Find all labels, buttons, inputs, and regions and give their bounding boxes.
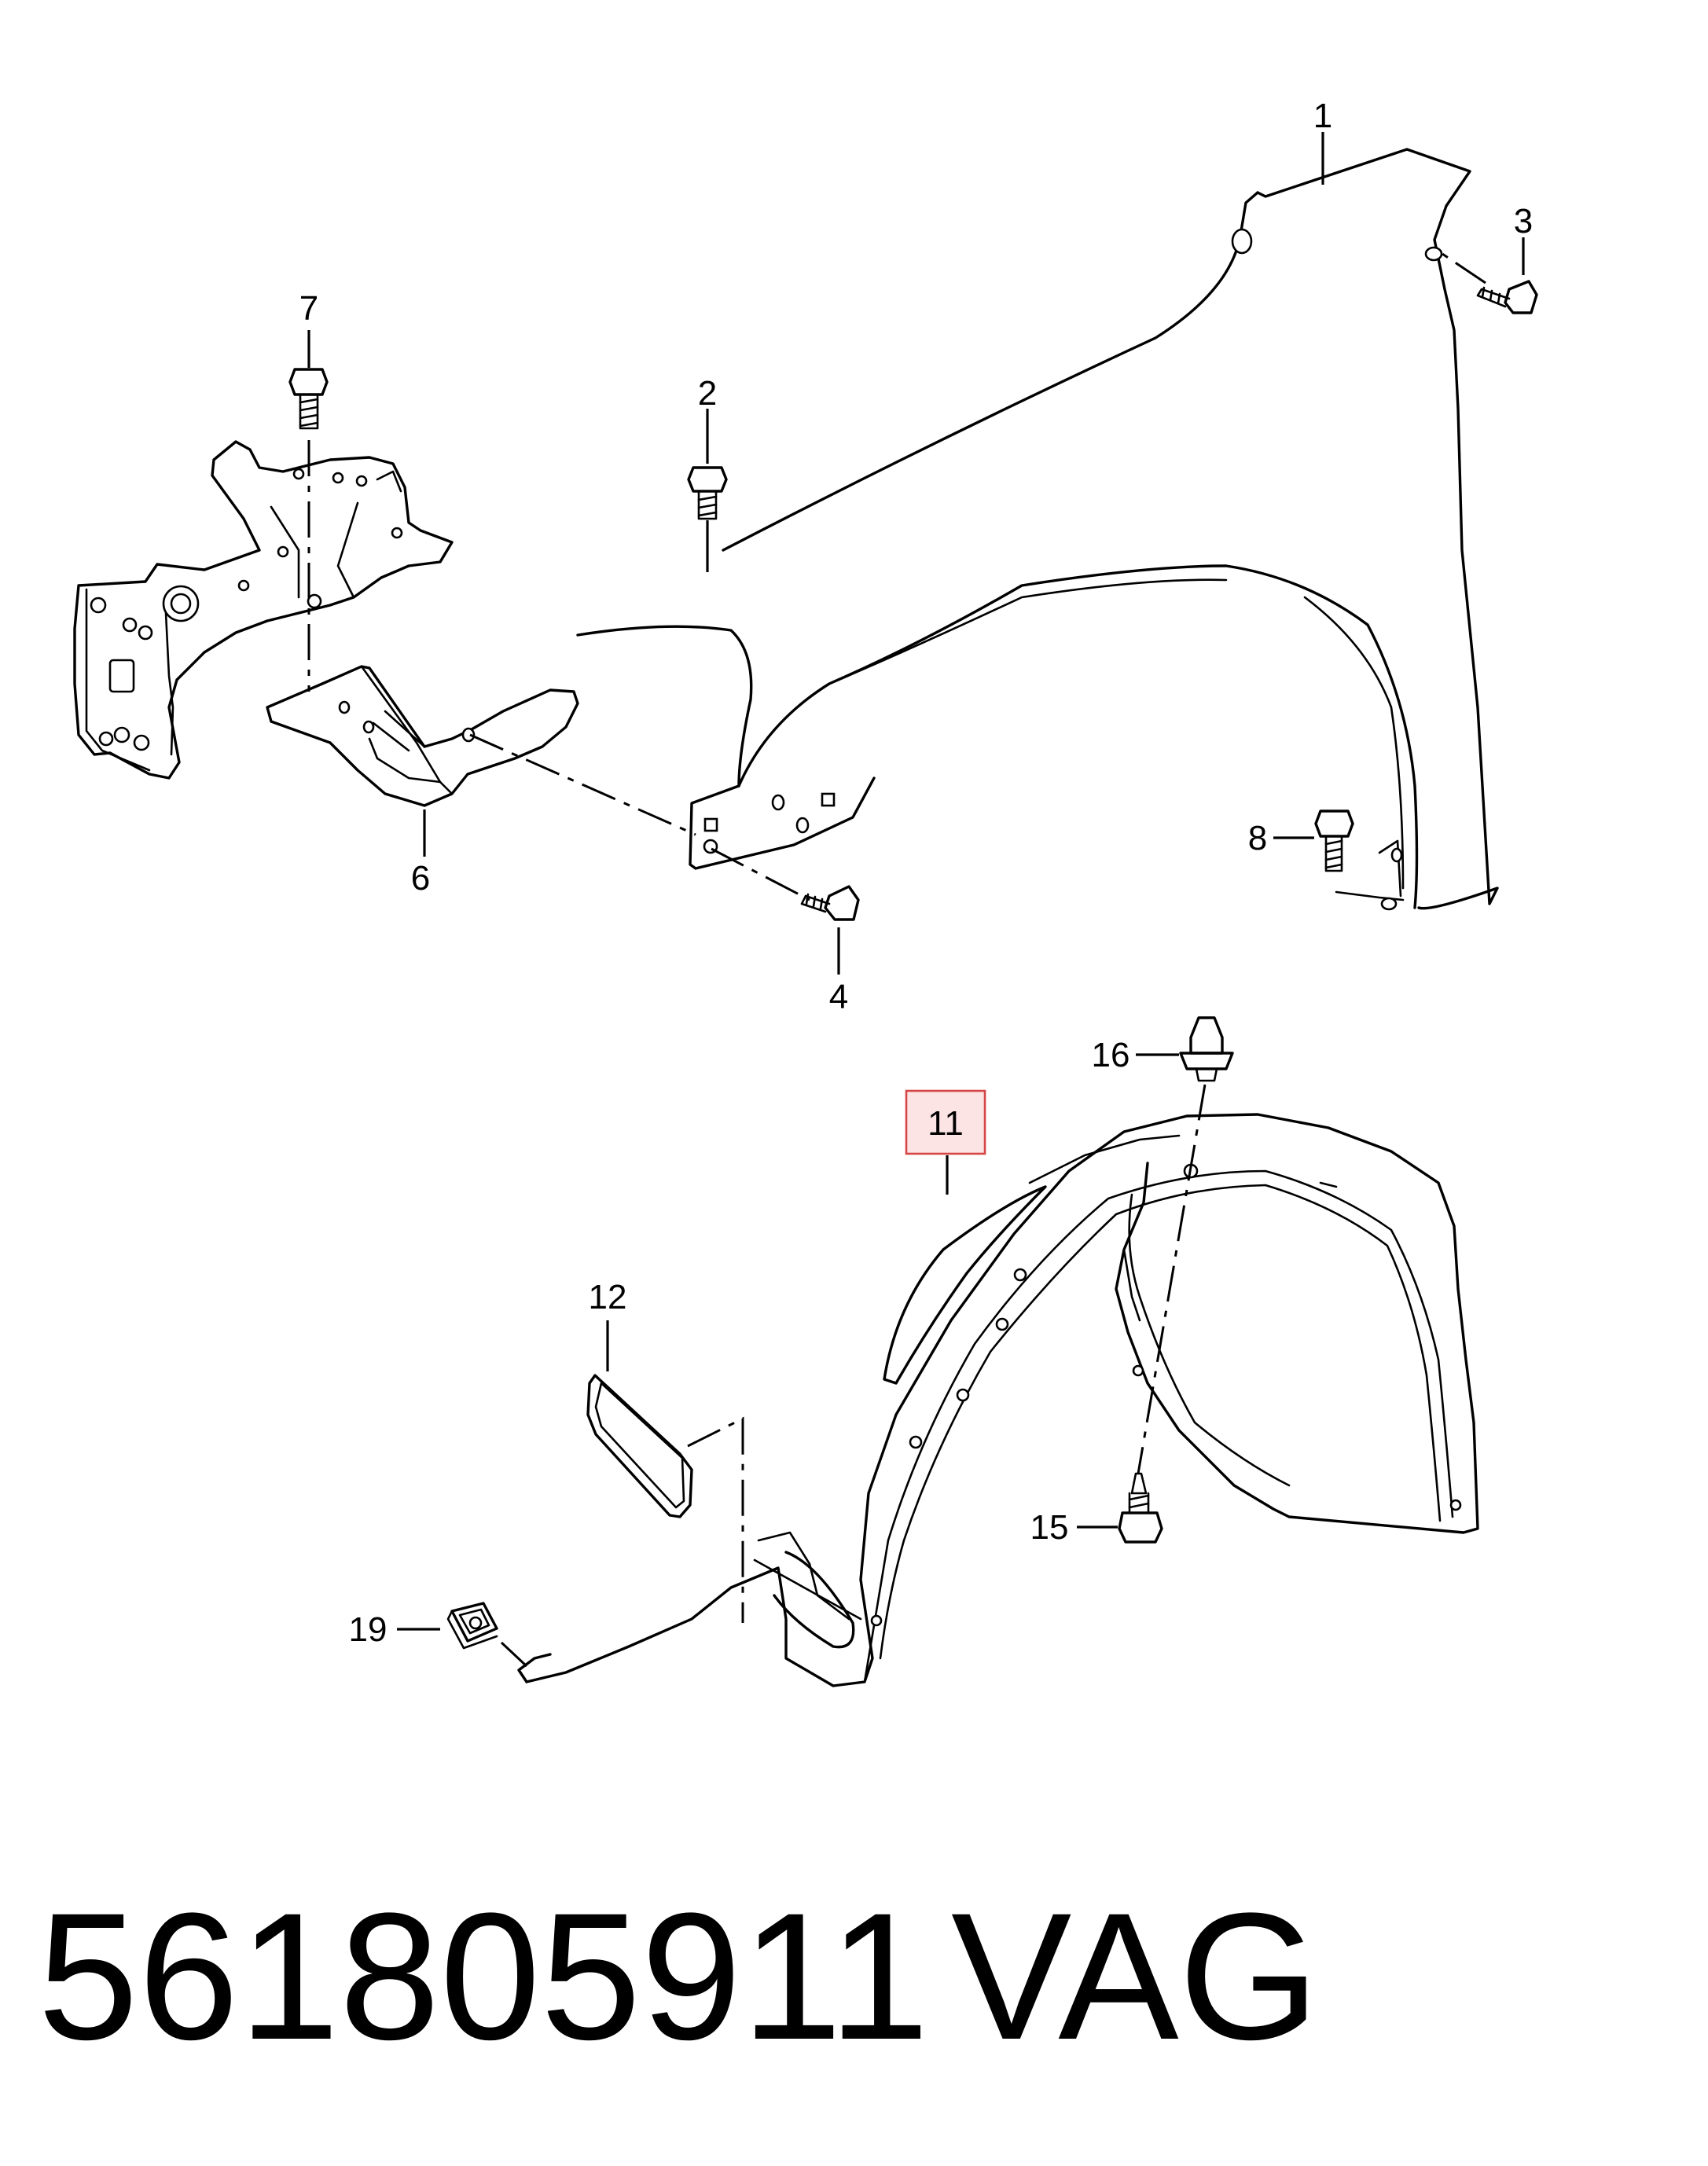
- bolt-part-7: [288, 368, 329, 430]
- callout-2: 2: [698, 374, 717, 413]
- highlight-box-11: [905, 1089, 986, 1155]
- callout-15: 15: [1030, 1508, 1069, 1547]
- nut-part-19: [446, 1602, 498, 1650]
- bolt-part-3: [1476, 280, 1538, 314]
- bolt-part-2: [687, 466, 728, 520]
- leader-lines: [307, 132, 1525, 1631]
- callout-labels: 1 2 3 4 6 7 8 11 12 15 16 19: [299, 97, 1533, 1649]
- callout-6: 6: [411, 859, 430, 898]
- bolt-part-4: [800, 885, 860, 921]
- brand-name: VAG: [951, 1875, 1320, 2077]
- callout-3: 3: [1514, 202, 1533, 240]
- callout-19: 19: [349, 1610, 388, 1649]
- assembly-lines: [307, 252, 1486, 1668]
- callout-1: 1: [1313, 97, 1332, 135]
- callout-11: 11: [927, 1104, 964, 1143]
- pad-part-12: [586, 1374, 693, 1518]
- bolt-part-8: [1314, 809, 1354, 872]
- callout-7: 7: [299, 289, 318, 328]
- callout-4: 4: [829, 978, 848, 1016]
- callout-8: 8: [1248, 819, 1267, 857]
- wheel-liner-part-11: [517, 1113, 1479, 1687]
- bracket-part-6: [266, 665, 579, 807]
- screw-part-15: [1118, 1472, 1163, 1544]
- front-frame: [73, 440, 454, 780]
- callout-12: 12: [589, 1278, 627, 1316]
- part-number: 561805911: [38, 1875, 930, 2077]
- clip-part-16: [1179, 1016, 1234, 1082]
- fender-part-1: [576, 148, 1499, 911]
- callout-16: 16: [1092, 1036, 1130, 1074]
